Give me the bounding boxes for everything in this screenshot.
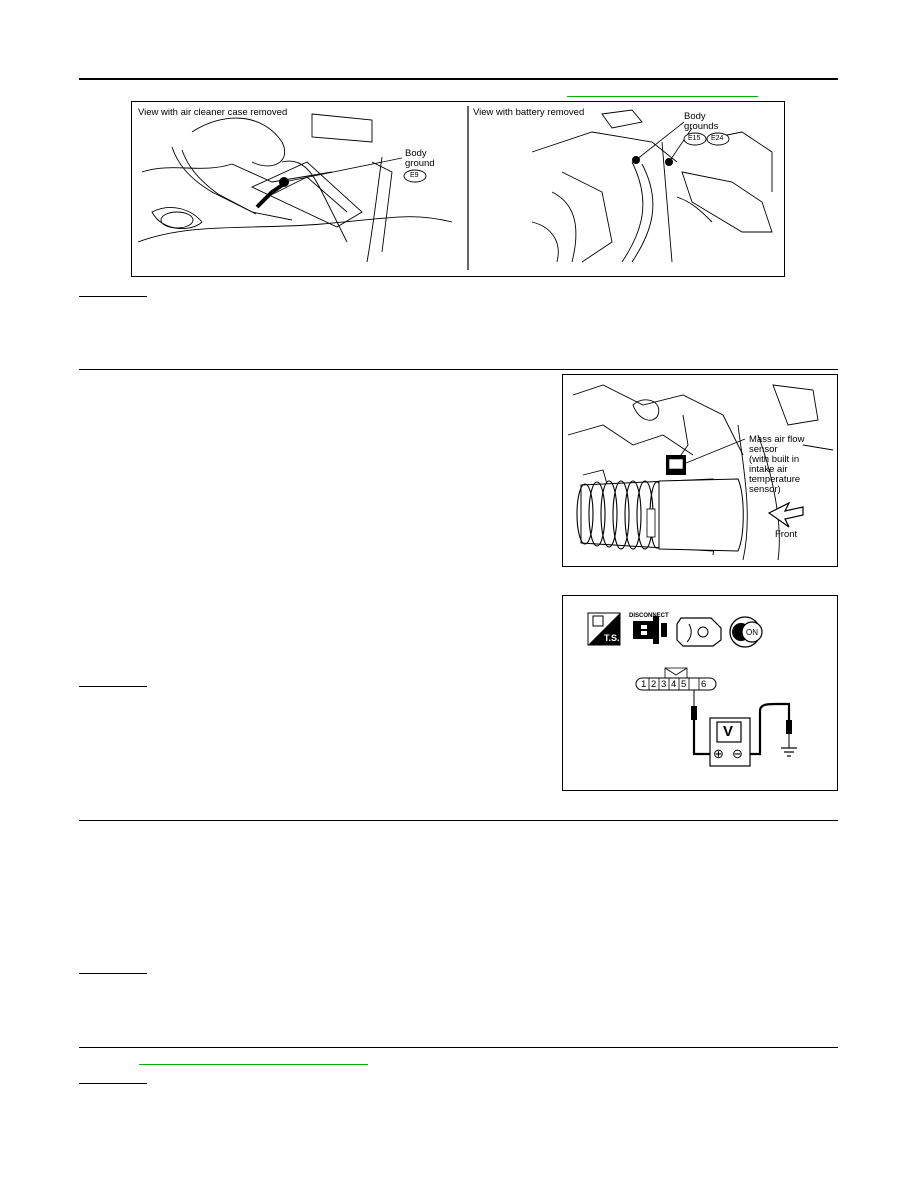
right-view-title: View with battery removed [473, 107, 585, 118]
terminal-2: 2 [651, 679, 657, 690]
terminal-3: 3 [661, 679, 667, 690]
left-view-title: View with air cleaner case removed [138, 107, 288, 118]
body-grounds-connector-e24: E24 [711, 135, 724, 142]
voltmeter-plus-icon: ⊕ [713, 746, 724, 761]
header-rule [79, 78, 838, 80]
voltage-check-drawing [587, 612, 797, 767]
body-ground-label: Body ground [405, 148, 435, 169]
voltmeter-minus-icon: ⊖ [732, 746, 743, 761]
body-grounds-label: Body grounds [684, 111, 719, 132]
body-grounds-connector-e15: E15 [688, 135, 701, 142]
step-rule-2 [79, 686, 147, 687]
terminal-5: 5 [681, 679, 687, 690]
voltage-check-figure: T.S. DISCONNECT ON 1 2 3 4 5 6 V ⊕ ⊖ [562, 595, 838, 791]
ts-label: T.S. [604, 633, 620, 643]
terminal-6: 6 [701, 679, 707, 690]
section-rule-1 [79, 369, 838, 370]
step-rule-4 [79, 1083, 147, 1084]
body-ground-connector-e9: E9 [410, 172, 419, 179]
disconnect-label: DISCONNECT [629, 613, 669, 619]
footer-link-underline[interactable] [139, 1064, 368, 1065]
ground-locations-drawing [137, 106, 773, 270]
ground-locations-figure: View with air cleaner case removed View … [131, 101, 785, 277]
terminal-4: 4 [671, 679, 677, 690]
header-link-underline[interactable] [567, 96, 758, 97]
voltmeter-label: V [723, 723, 734, 740]
ignition-on-label: ON [746, 628, 758, 637]
front-direction-label: Front [775, 529, 798, 540]
step-rule-3 [79, 973, 147, 974]
section-rule-3 [79, 1047, 838, 1048]
section-rule-2 [79, 820, 838, 821]
step-rule-1 [79, 296, 147, 297]
maf-sensor-drawing [567, 384, 834, 561]
maf-sensor-figure: Mass air flow sensor (with built in inta… [562, 374, 838, 567]
terminal-1: 1 [641, 679, 647, 690]
maf-sensor-label: Mass air flow sensor (with built in inta… [749, 434, 805, 495]
